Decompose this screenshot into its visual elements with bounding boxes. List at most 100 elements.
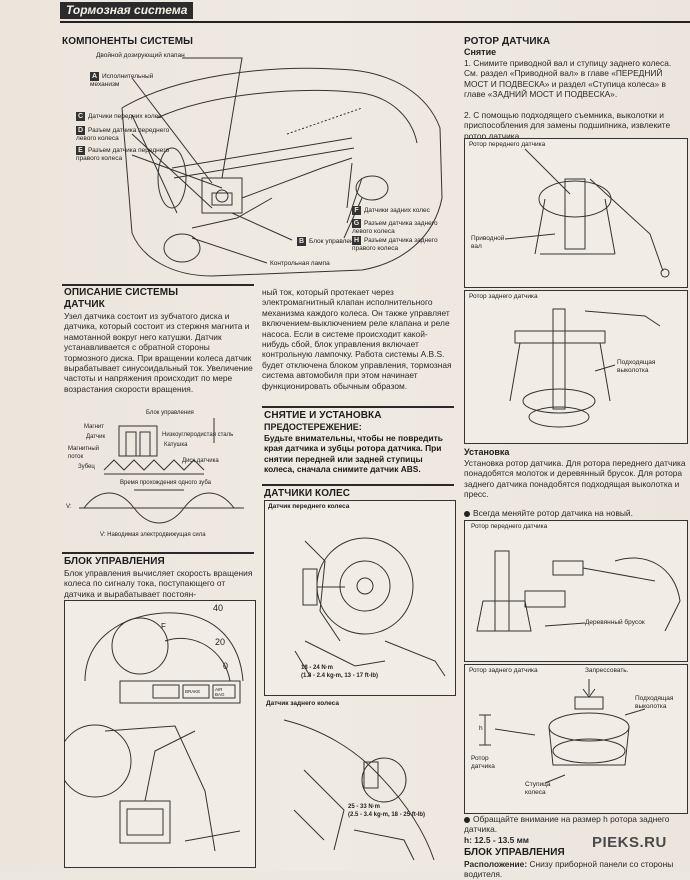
components-heading: КОМПОНЕНТЫ СИСТЕМЫ bbox=[62, 36, 194, 47]
dash-20: 20 bbox=[215, 637, 226, 647]
cu-location: Расположение: Снизу приборной панели со … bbox=[464, 859, 674, 880]
press-diagram bbox=[479, 679, 646, 784]
divider bbox=[262, 406, 454, 408]
rear-torque-2: (2.5 - 3.4 kg-m, 18 - 25 ft-lb) bbox=[348, 812, 426, 818]
fig4-title: Ротор заднего датчика bbox=[469, 667, 538, 674]
fig1-shaft: Приводной вал bbox=[471, 235, 505, 250]
fig2-tool: Подходящая выколотка bbox=[617, 359, 656, 374]
dash-brake: BRAKE bbox=[185, 689, 201, 694]
label-magnet: Магнит bbox=[84, 424, 105, 430]
fig3-title: Ротор переднего датчика bbox=[471, 523, 548, 530]
control-unit-text: Блок управления вычисляет скорость враще… bbox=[64, 568, 253, 599]
install-heading: Установка bbox=[464, 447, 510, 457]
rotor-removal-heading: Снятие bbox=[464, 47, 497, 57]
rotor-heading: РОТОР ДАТЧИКА bbox=[464, 36, 551, 47]
front-sensor-label: Датчик переднего колеса bbox=[268, 503, 350, 510]
rotor-step-2: 2. С помощью подходящего съемника, выкол… bbox=[464, 110, 671, 141]
rear-sensor-label: Датчик заднего колеса bbox=[266, 700, 339, 707]
sensor-text: Узел датчика состоит из зубчатого диска … bbox=[64, 311, 253, 394]
sensor-figure: Блок управления Магнит Датчик Низкоуглер… bbox=[64, 408, 254, 548]
label-control-unit-fig: Блок управления bbox=[146, 410, 194, 416]
puller-diagram bbox=[504, 148, 670, 278]
rear-sensor-figure: 25 - 33 N·m (2.5 - 3.4 kg-m, 18 - 25 ft-… bbox=[264, 710, 454, 866]
label-coil: Катушка bbox=[164, 442, 188, 448]
watermark: PIEKS.RU bbox=[592, 834, 667, 851]
label-low-carbon-steel: Низкоуглеродистая сталь bbox=[162, 432, 234, 438]
dashboard-figure: 40 20 0 F BRAKE AIR BAG bbox=[64, 600, 256, 868]
key-e: E bbox=[76, 146, 85, 155]
divider bbox=[62, 552, 254, 554]
rear-rotor-install-figure: Ротор заднего датчика Запрессовать. h По… bbox=[464, 664, 688, 814]
key-f: F bbox=[352, 206, 361, 215]
label-tooth-time: Время прохождения одного зуба bbox=[120, 480, 212, 486]
rotor-step-1: 1. Снимите приводной вал и ступицу задне… bbox=[464, 58, 672, 100]
warning-heading: ПРЕДОСТЕРЕЖЕНИЕ: bbox=[264, 422, 362, 432]
continued-text: ный ток, который протекает через электро… bbox=[262, 287, 452, 391]
dash-40: 40 bbox=[213, 603, 224, 613]
front-torque-1: 18 - 24 N·m bbox=[301, 665, 334, 671]
divider bbox=[62, 284, 254, 286]
key-h: H bbox=[352, 236, 361, 245]
label-magnetic-flux: Магнитный поток bbox=[68, 446, 99, 460]
bullet-icon bbox=[464, 816, 470, 823]
label-v-letter: V: bbox=[66, 504, 72, 510]
front-sensor-diagram bbox=[294, 537, 446, 677]
hammer-diagram bbox=[476, 550, 681, 632]
key-g: G bbox=[352, 219, 361, 228]
label-sensor-disk: Диск датчика bbox=[182, 458, 219, 464]
h-value: h: 12.5 - 13.5 мм bbox=[464, 835, 529, 845]
fig4-tool: Подходящая выколотка bbox=[635, 695, 674, 710]
fig4-h: h bbox=[479, 725, 483, 732]
rear-rotor-removal-figure: Ротор заднего датчика Подходящая выколот… bbox=[464, 290, 688, 444]
label-dual-valve: Двойной дозирующий клапан bbox=[96, 52, 185, 59]
label-sensor: Датчик bbox=[86, 434, 106, 440]
fig3-block: Деревянный брусок bbox=[585, 619, 645, 626]
fig4-hub: Ступица колеса bbox=[525, 781, 551, 796]
control-unit-heading: БЛОК УПРАВЛЕНИЯ bbox=[64, 556, 165, 567]
description-heading: ОПИСАНИЕ СИСТЕМЫ bbox=[64, 287, 179, 298]
fig2-title: Ротор заднего датчика bbox=[469, 293, 538, 300]
key-b: B bbox=[297, 237, 306, 246]
fig4-press: Запрессовать. bbox=[585, 667, 629, 674]
cu-heading: БЛОК УПРАВЛЕНИЯ bbox=[464, 847, 565, 858]
fig1-title: Ротор переднего датчика bbox=[469, 141, 546, 148]
label-v-caption: V: Наводимая электродвижущая сила bbox=[100, 532, 206, 538]
sensor-heading: ДАТЧИК bbox=[64, 299, 105, 310]
car-diagram bbox=[121, 57, 443, 277]
key-a: A bbox=[90, 72, 99, 81]
always-replace-note: Всегда меняйте ротор датчика на новый. bbox=[464, 508, 686, 518]
key-d: D bbox=[76, 126, 85, 135]
wheel-sensors-heading: ДАТЧИКИ КОЛЕС bbox=[264, 488, 351, 499]
h-note: Обращайте внимание на размер h ротора за… bbox=[464, 814, 670, 835]
label-warning-lamp: Контрольная лампа bbox=[270, 260, 330, 267]
front-rotor-removal-figure: Ротор переднего датчика Приводной вал bbox=[464, 138, 688, 288]
front-rotor-install-figure: Ротор переднего датчика Деревянный брусо… bbox=[464, 520, 688, 662]
bullet-icon bbox=[464, 510, 470, 517]
rear-puller-diagram bbox=[509, 308, 661, 428]
sensor-diagram bbox=[79, 418, 244, 524]
front-torque-2: (1.8 - 2.4 kg-m, 13 - 17 ft-lb) bbox=[301, 673, 379, 679]
page-header: Тормозная система bbox=[60, 2, 690, 23]
removal-heading: СНЯТИЕ И УСТАНОВКА bbox=[264, 410, 382, 421]
rear-torque-1: 25 - 33 N·m bbox=[348, 804, 381, 810]
divider bbox=[262, 484, 454, 486]
front-sensor-figure: Датчик переднего колеса 18 - 24 N·m (1.8… bbox=[264, 500, 456, 696]
fig4-rotor: Ротор датчика bbox=[471, 755, 495, 770]
key-c: C bbox=[76, 112, 85, 121]
rear-sensor-diagram bbox=[283, 719, 435, 861]
dash-0: 0 bbox=[223, 661, 229, 671]
header-title: Тормозная система bbox=[60, 2, 194, 19]
dashboard-diagram bbox=[65, 612, 244, 852]
dash-f: F bbox=[161, 622, 166, 631]
dash-airbag: AIR BAG bbox=[215, 687, 225, 697]
